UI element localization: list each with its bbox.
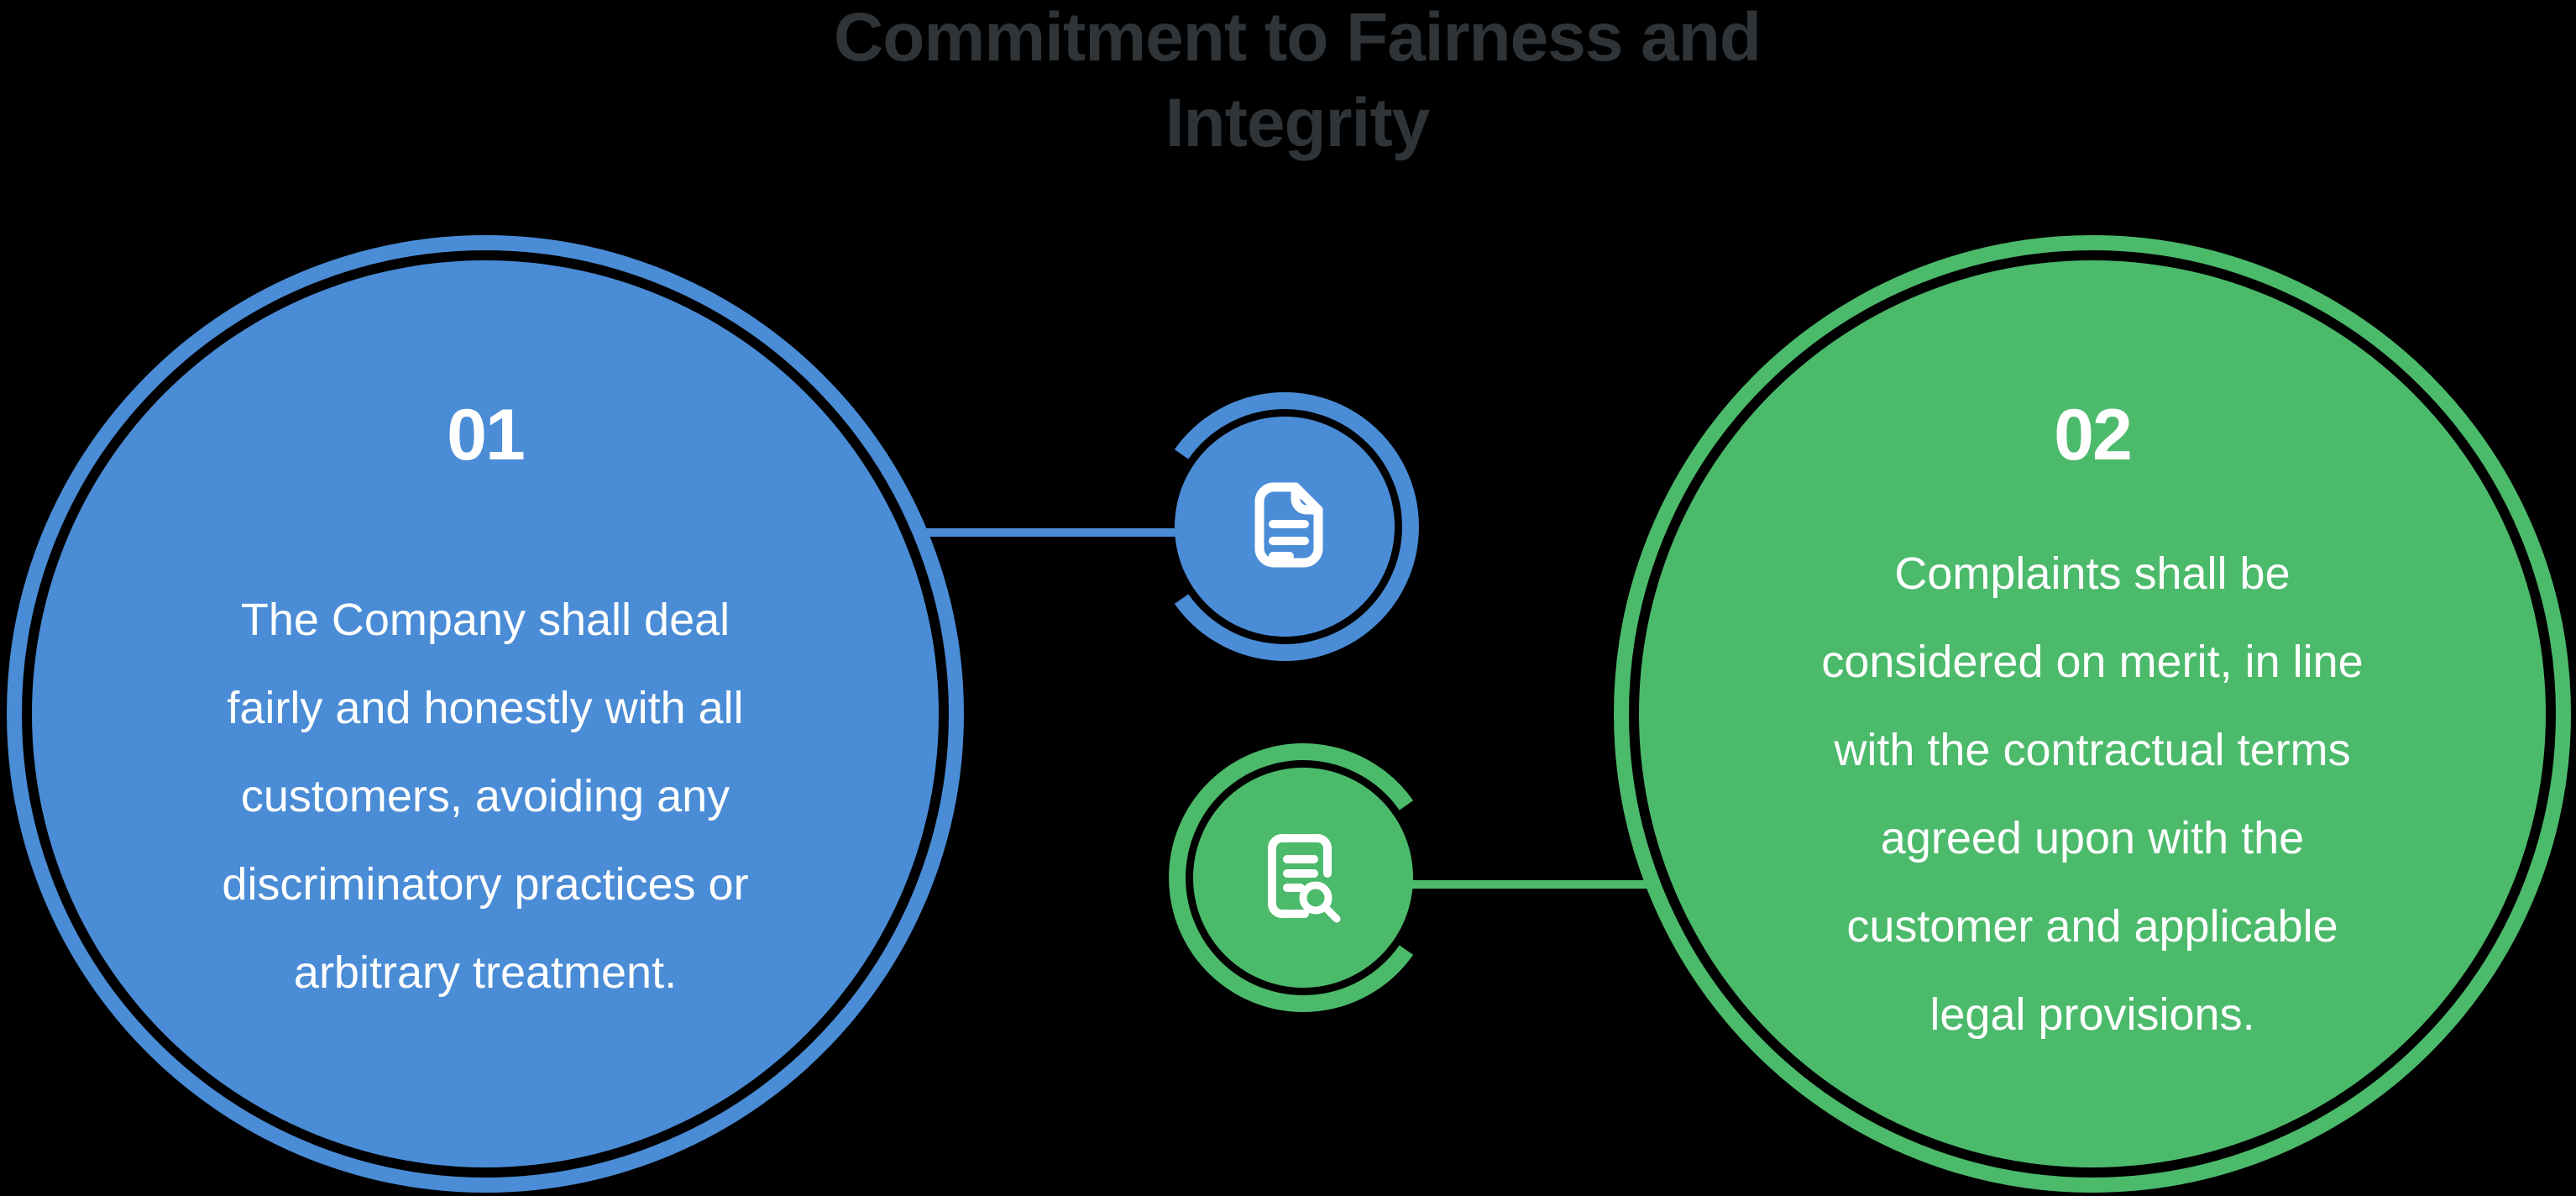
- step-02-description: Complaints shall be considered on merit,…: [1821, 548, 2364, 1040]
- document-outline: [1268, 834, 1332, 918]
- step-01-icon-badge: [1174, 392, 1419, 661]
- badge-ring: [1174, 392, 1419, 661]
- badge-ring: [1169, 743, 1414, 1012]
- document-text-lines: [1283, 855, 1318, 892]
- step-01-number: 01: [447, 395, 526, 475]
- step-01-circle-fill: [32, 260, 939, 1167]
- connector-line-step-01: [921, 528, 1186, 537]
- document-icon: [1254, 482, 1323, 568]
- magnifier-lens: [1299, 881, 1333, 915]
- step-01-circle: 01 The Company shall deal fairly and hon…: [7, 235, 964, 1193]
- page-title: Commitment to Fairness and Integrity: [834, 0, 1762, 161]
- magnifier-handle: [1321, 903, 1341, 923]
- document-text-lines: [1269, 520, 1309, 560]
- step-02-icon-badge: [1169, 743, 1414, 1012]
- document-fold: [1291, 485, 1321, 515]
- step-02-number: 02: [2054, 395, 2133, 475]
- document-search-icon: [1268, 834, 1341, 923]
- connector-line-step-02: [1401, 880, 1650, 889]
- step-01-description: The Company shall deal fairly and honest…: [222, 595, 749, 998]
- step-02-circle: 02 Complaints shall be considered on mer…: [1614, 235, 2571, 1193]
- step-02-circle-fill: [1639, 260, 2546, 1167]
- document-outline: [1254, 482, 1323, 568]
